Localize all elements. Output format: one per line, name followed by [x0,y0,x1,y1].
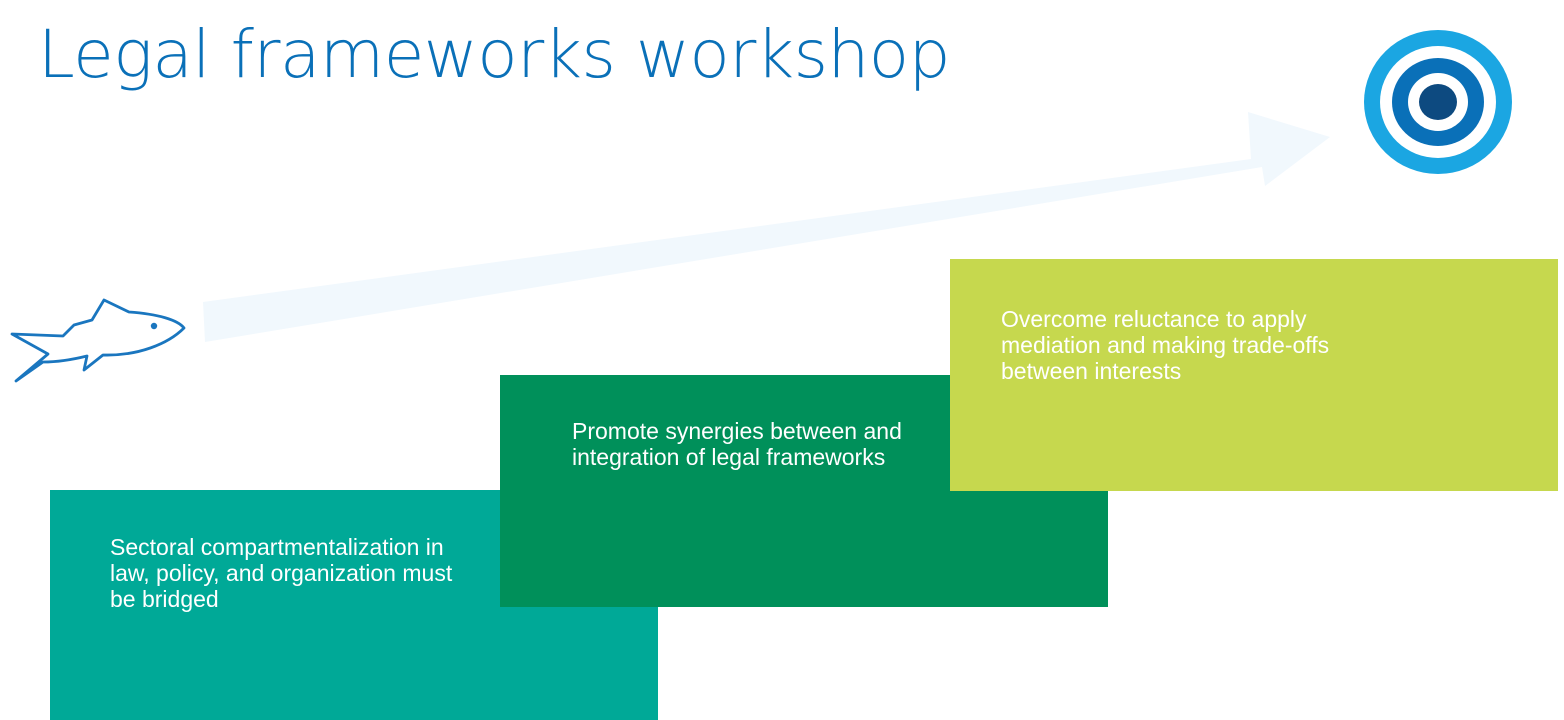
slide-title: Legal frameworks workshop [38,16,951,93]
step-3-text: Overcome reluctance to apply mediation a… [1001,306,1330,384]
step-1-text: Sectoral compartmentalization in law, po… [110,534,453,612]
fish-icon [10,298,186,383]
step-3-box: Overcome reluctance to apply mediation a… [950,259,1558,491]
progress-arrow-shape [203,112,1330,342]
step-2-box: Promote synergies between and integratio… [500,375,1108,607]
step-2-text: Promote synergies between and integratio… [572,418,902,470]
target-icon [1364,30,1512,174]
